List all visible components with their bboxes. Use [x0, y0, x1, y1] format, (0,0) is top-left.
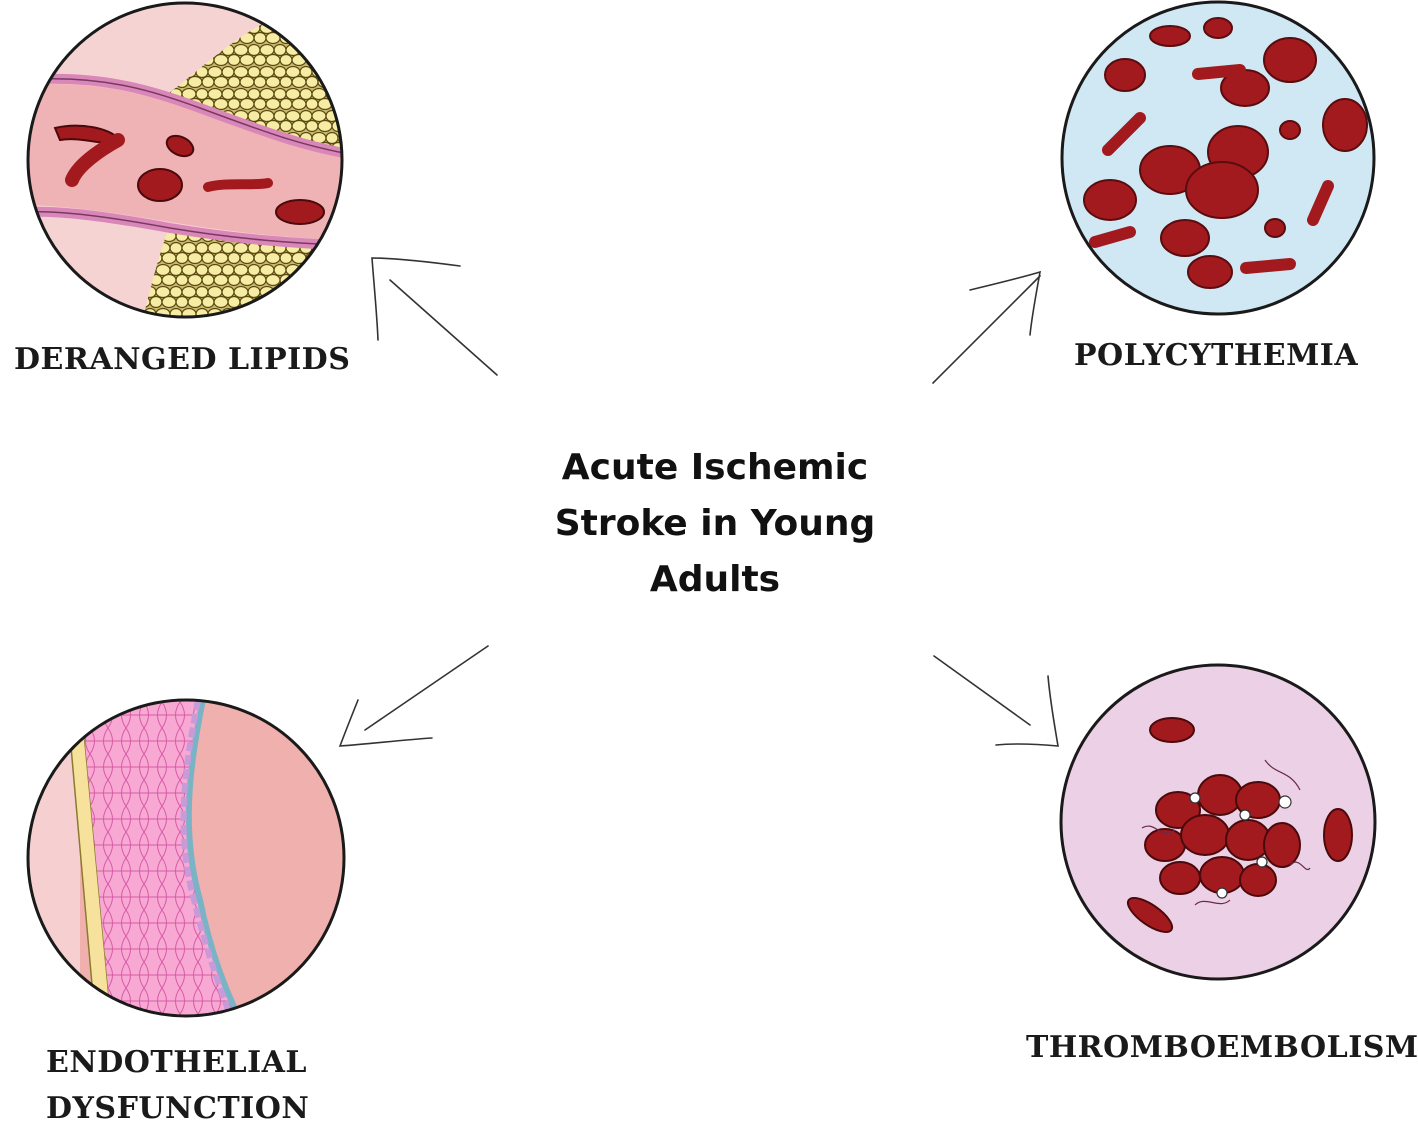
- endothelial-dysfunction-illustration: [26, 698, 346, 1018]
- endothelial-label-line-1: ENDOTHELIAL: [46, 1045, 307, 1080]
- central-title: Acute Ischemic Stroke in Young Adults: [500, 440, 930, 608]
- polycythemia-label: POLYCYTHEMIA: [1074, 338, 1359, 373]
- title-line-3: Adults: [649, 559, 781, 600]
- deranged-lipids-label: DERANGED LIPIDS: [14, 342, 351, 377]
- thromboembolism-label: THROMBOEMBOLISM: [1026, 1030, 1418, 1065]
- title-line-1: Acute Ischemic: [561, 447, 869, 488]
- endothelial-dysfunction-label: ENDOTHELIAL DYSFUNCTION: [46, 1040, 309, 1132]
- endothelial-label-line-2: DYSFUNCTION: [46, 1091, 310, 1126]
- polycythemia-illustration: [1060, 0, 1376, 316]
- arrow-to-deranged-lipids: [371, 257, 498, 376]
- thromboembolism-illustration: [1059, 663, 1377, 981]
- arrow-to-endothelial-dysfunction: [338, 645, 489, 747]
- arrow-to-thromboembolism: [933, 655, 1059, 747]
- arrow-to-polycythemia: [932, 270, 1042, 384]
- title-line-2: Stroke in Young: [554, 503, 876, 544]
- deranged-lipids-illustration: [26, 1, 344, 319]
